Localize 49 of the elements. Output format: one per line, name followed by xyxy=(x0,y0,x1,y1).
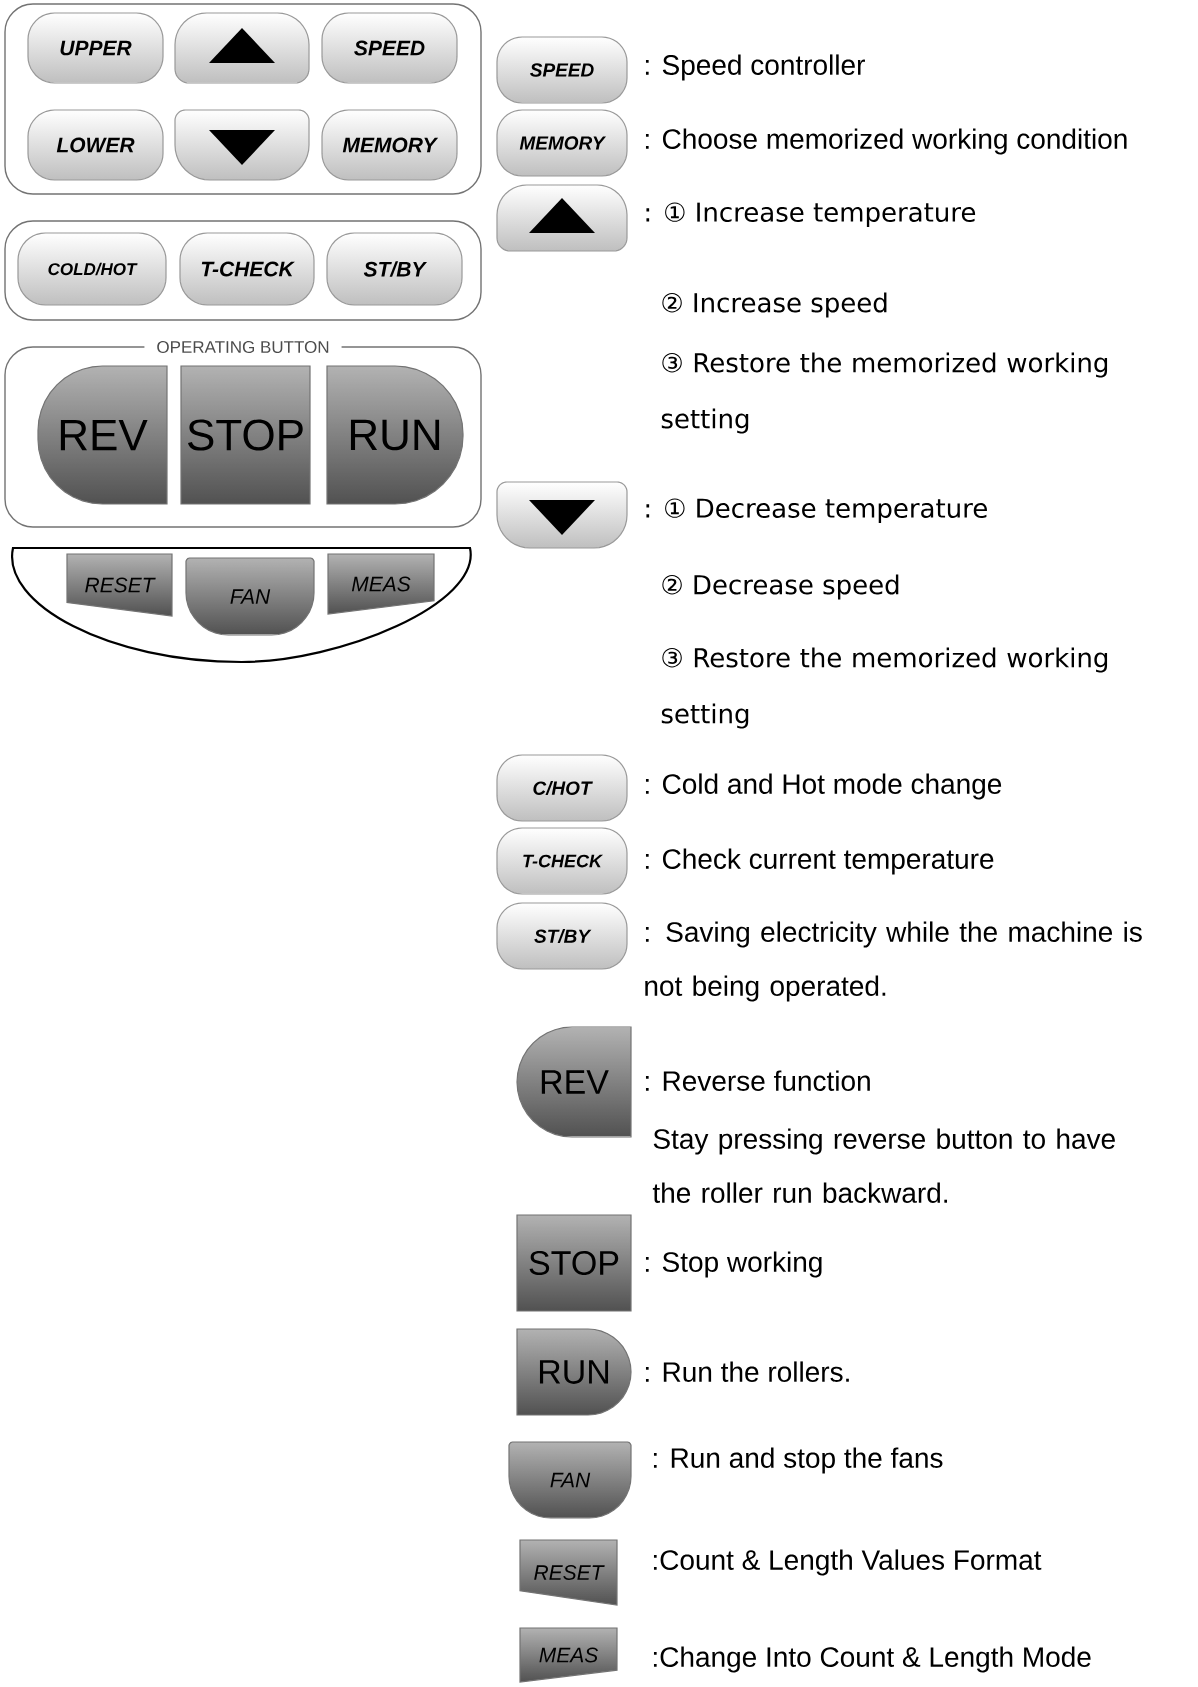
button: STOP xyxy=(180,365,311,505)
button: RUN xyxy=(326,365,464,505)
button: C/HOT xyxy=(496,754,628,822)
button: REV xyxy=(516,1026,632,1138)
description-text: : Run and stop the fans xyxy=(653,1447,943,1474)
button: SPEED xyxy=(321,12,458,84)
description-text: : Run the rollers. xyxy=(645,1361,849,1382)
description-text: : Cold and Hot mode change xyxy=(645,773,1002,800)
description-text: : Stop working xyxy=(645,1251,822,1278)
button: MEAS xyxy=(519,1627,618,1683)
description-text: ③ Restore the memorized working setting xyxy=(661,352,1108,434)
button: MEAS xyxy=(327,553,435,615)
description-text: :Count & Length Values Format xyxy=(653,1549,1042,1576)
button: ST/BY xyxy=(496,902,628,970)
button: STOP xyxy=(516,1214,632,1312)
description-text: : Speed controller xyxy=(645,54,865,81)
button: SPEED xyxy=(496,36,628,104)
button-panel xyxy=(4,3,482,195)
description-text: ③ Restore the memorized working setting xyxy=(661,647,1108,729)
button: REV xyxy=(37,365,168,505)
description-text: : Reverse function xyxy=(645,1070,870,1091)
description-text: : ① Increase temperature xyxy=(646,202,976,227)
button: FAN xyxy=(508,1441,632,1519)
button: COLD/HOT xyxy=(17,232,167,306)
button: MEMORY xyxy=(496,109,628,177)
button: ST/BY xyxy=(326,232,463,306)
button-panel xyxy=(11,546,472,664)
button: T-CHECK xyxy=(496,827,628,895)
arrow-button xyxy=(496,184,628,252)
button: T-CHECK xyxy=(179,232,315,306)
description-text: ② Increase speed xyxy=(662,292,887,318)
button: FAN xyxy=(185,557,315,636)
button-panel xyxy=(4,220,482,321)
description-text: : ① Decrease temperature xyxy=(646,498,987,523)
description-text: : Check current temperature xyxy=(645,848,994,875)
description-text: :Change Into Count & Length Mode xyxy=(653,1646,1091,1673)
button: MEMORY xyxy=(321,109,458,181)
button: LOWER xyxy=(27,109,164,181)
description-text: : Choose memorized working condition xyxy=(645,128,1127,155)
description-text: Stay pressing reverse button to have the roller run backward. xyxy=(652,1128,1115,1203)
arrow-button xyxy=(496,481,628,549)
description-text: ② Decrease speed xyxy=(662,574,899,600)
button: RESET xyxy=(66,553,173,617)
description-text: : Saving electricity while the machine is not being operated. xyxy=(645,921,1142,1002)
arrow-button xyxy=(174,12,310,84)
button: RUN xyxy=(516,1328,632,1416)
arrow-button xyxy=(174,109,310,181)
button: UPPER xyxy=(27,12,164,84)
button: RESET xyxy=(519,1539,618,1606)
